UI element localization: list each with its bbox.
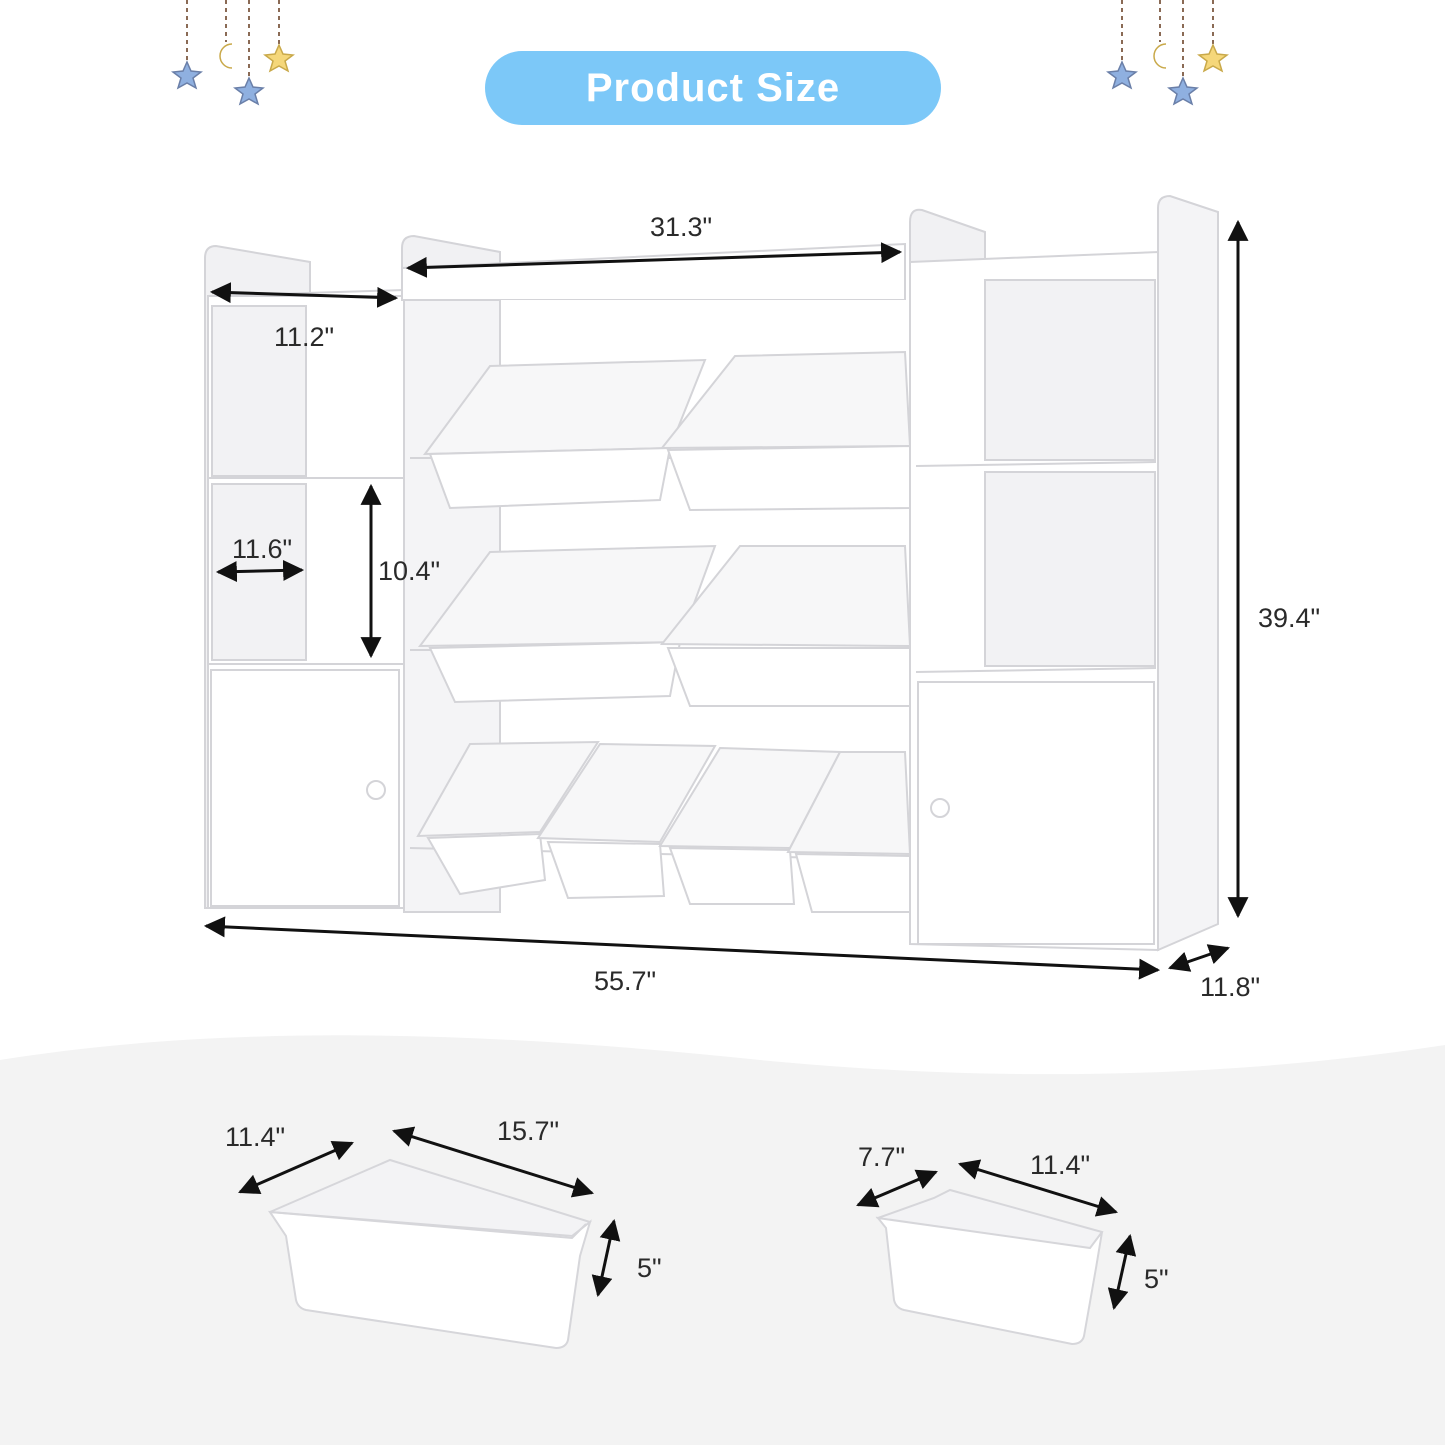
large-bin	[659, 545, 912, 707]
right-cabinet	[909, 194, 1219, 952]
star-icon	[263, 43, 295, 73]
small-bin-height-label: 5"	[1144, 1264, 1169, 1294]
large-bin-length-arrow	[391, 1126, 595, 1198]
hanging-decoration-right	[1121, 0, 1214, 78]
toy-organizer	[204, 194, 1219, 952]
product-size-title: Product Size	[485, 51, 941, 125]
cabinet-knob	[366, 780, 386, 800]
hanging-decoration-left	[186, 0, 280, 78]
moon-icon	[219, 43, 233, 69]
large-bin-length-label: 15.7"	[497, 1116, 560, 1146]
small-bin	[658, 746, 842, 905]
dimension-lines	[203, 219, 1249, 980]
cubby-top-width-arrow	[209, 282, 399, 308]
moon-icon	[1153, 43, 1167, 69]
large-bin-dimensions	[238, 1126, 621, 1298]
overall-width-arrow	[203, 916, 1161, 980]
left-cabinet	[204, 244, 405, 909]
large-bin-height-label: 5"	[637, 1253, 662, 1283]
large-bin	[659, 350, 912, 512]
small-bin-depth-label: 7.7"	[858, 1142, 906, 1172]
large-bin-depth-arrow	[238, 1140, 354, 1195]
overall-depth-label: 11.8"	[1200, 972, 1261, 1002]
star-icon	[171, 60, 203, 90]
large-bin	[422, 358, 707, 510]
small-bin	[536, 742, 717, 900]
overall-height-label: 39.4"	[1258, 603, 1321, 633]
large-bin-depth-label: 11.4"	[225, 1122, 286, 1152]
small-bin-depth-arrow	[856, 1169, 938, 1208]
small-bin-length-arrow	[957, 1159, 1119, 1217]
small-bin-height-arrow	[1107, 1233, 1137, 1311]
cubby-height-label: 10.4"	[378, 556, 441, 586]
top-shelf-width-arrow	[405, 242, 903, 278]
cabinet-knob	[930, 798, 950, 818]
cubby-top-width-label: 11.2"	[274, 322, 335, 352]
star-icon	[233, 76, 265, 106]
star-icon	[1197, 43, 1229, 73]
overall-depth-arrow	[1168, 944, 1230, 972]
top-shelf-width-label: 31.3"	[650, 212, 713, 242]
cubby-inner-width-arrow	[215, 559, 305, 583]
cubby-inner-width-label: 11.6"	[232, 534, 293, 564]
star-icon	[1167, 76, 1199, 106]
small-bin-dimensions	[856, 1159, 1137, 1311]
large-bin-height-arrow	[591, 1218, 621, 1298]
large-bin	[417, 544, 717, 704]
small-bin-length-label: 11.4"	[1030, 1150, 1091, 1180]
star-icon	[1106, 60, 1138, 90]
floor-background	[0, 1035, 1445, 1445]
small-bin	[416, 740, 600, 896]
overall-width-label: 55.7"	[594, 966, 657, 996]
